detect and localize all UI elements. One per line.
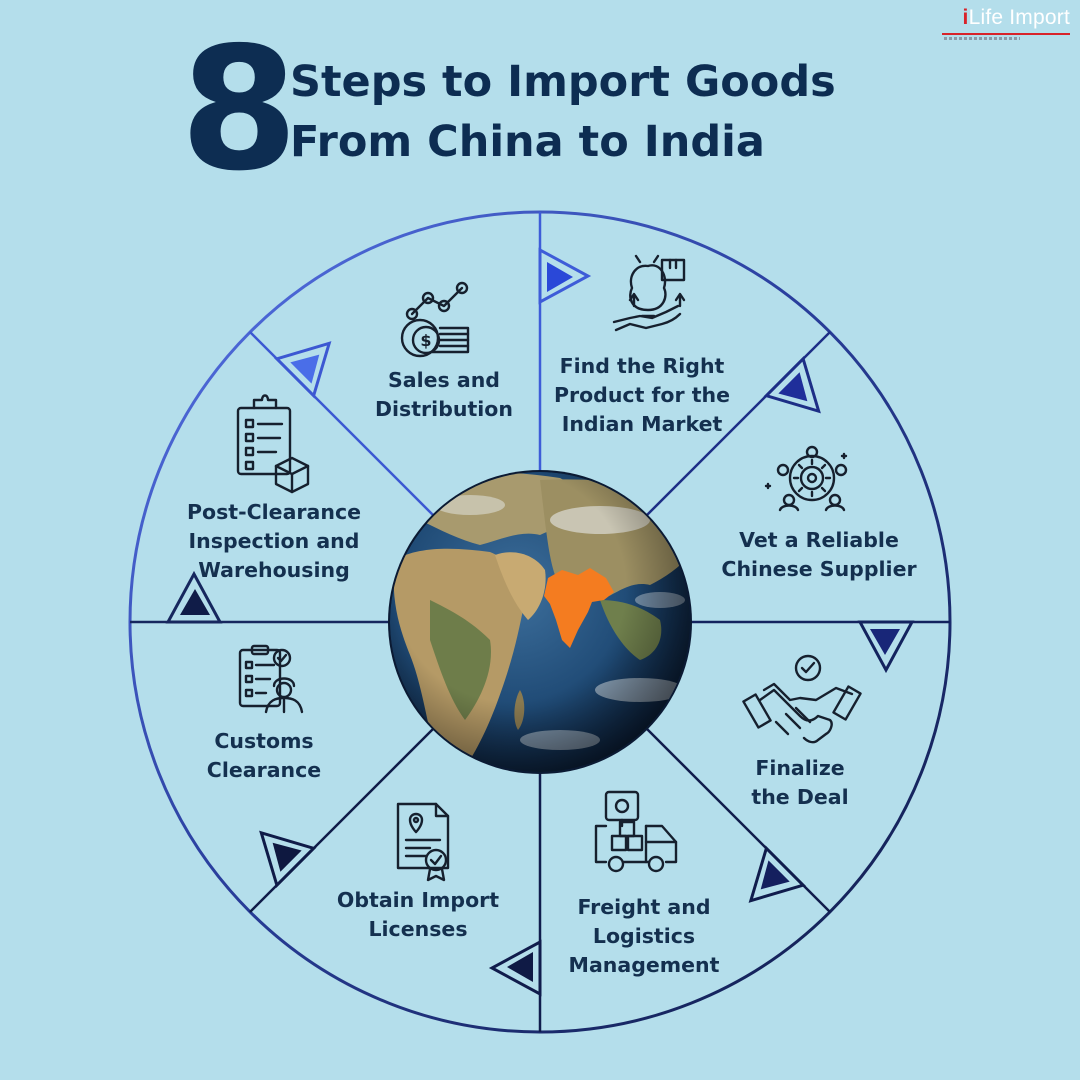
- brand-underline: [942, 33, 1070, 35]
- delivery-truck-icon: [594, 790, 678, 873]
- arrow-marker-6: [259, 830, 317, 888]
- customs-officer-checklist-icon: [238, 644, 304, 714]
- title-line-1: Steps to Import Goods: [290, 57, 836, 107]
- clipboard-box-icon: [236, 394, 310, 494]
- step-7-label: Post-Clearance Inspection and Warehousin…: [186, 500, 362, 582]
- arrow-marker-3: [857, 620, 915, 674]
- step-6-label: Customs Clearance: [206, 729, 322, 782]
- earth-globe-icon: [388, 470, 692, 774]
- title-line-2: From China to India: [290, 117, 765, 167]
- step-8-label: Sales and Distribution: [375, 368, 513, 421]
- arrow-marker-2: [763, 356, 821, 414]
- arrow-marker-8: [274, 341, 332, 399]
- svg-text:$: $: [420, 331, 431, 350]
- page-title: Steps to Import Goods From China to Indi…: [290, 52, 836, 172]
- arrow-markers: [165, 247, 915, 997]
- coins-growth-chart-icon: $: [400, 281, 470, 358]
- step-3-label: Finalize the Deal: [751, 756, 849, 809]
- step-5-label: Obtain Import Licenses: [336, 888, 500, 941]
- arrow-marker-1: [538, 247, 592, 305]
- arrow-marker-7: [165, 570, 223, 624]
- arrow-marker-4: [748, 845, 806, 903]
- step-count-number: 8: [180, 11, 299, 209]
- lightbulb-hand-icon: [612, 254, 686, 332]
- brand-logo: iLife Import: [962, 6, 1070, 29]
- step-1-label: Find the Right Product for the Indian Ma…: [553, 354, 731, 436]
- handshake-icon: [742, 654, 862, 744]
- certificate-icon: [396, 802, 450, 882]
- step-2-label: Vet a Reliable Chinese Supplier: [721, 528, 917, 581]
- arrow-marker-5: [488, 939, 542, 997]
- step-4-label: Freight and Logistics Management: [568, 895, 720, 977]
- network-gear-icon: [764, 445, 848, 512]
- brand-tagline-mark: [944, 37, 1020, 40]
